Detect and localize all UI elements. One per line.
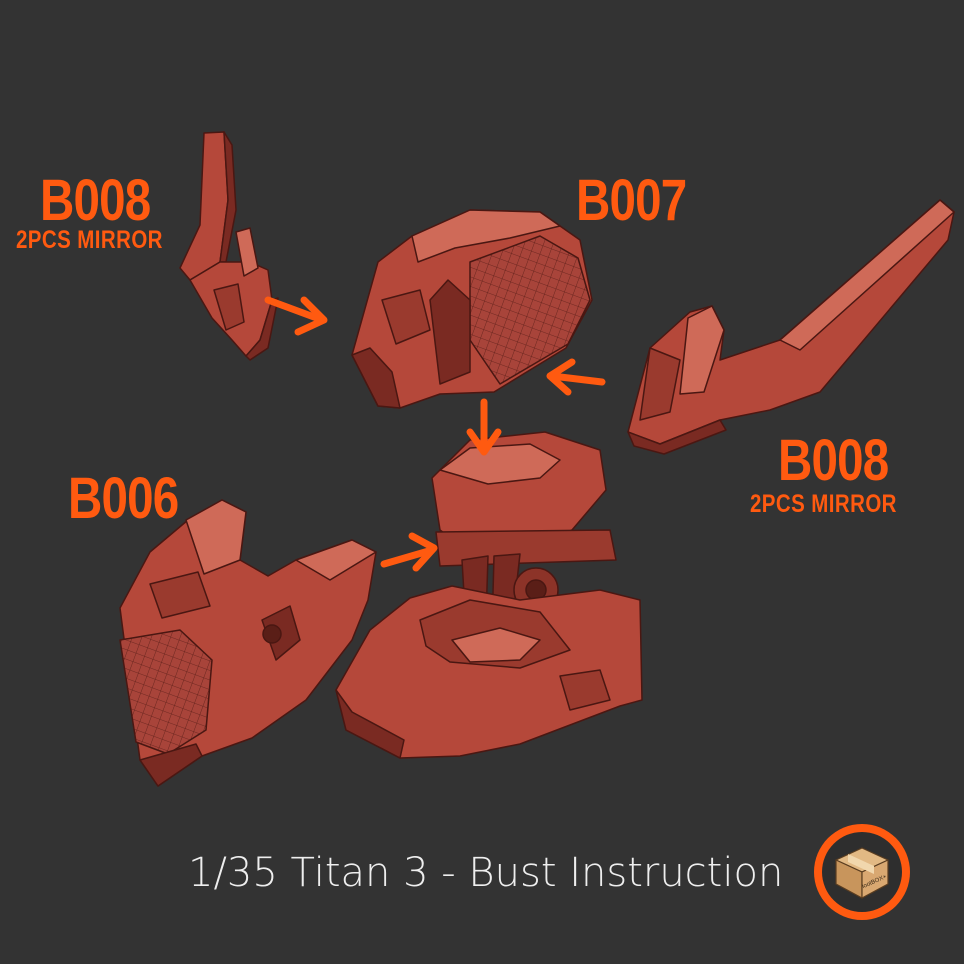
part-b008-left-fin	[179, 131, 279, 361]
label-b008-right: B008	[778, 428, 889, 493]
arrow-b008-left-to-helmet	[264, 296, 328, 336]
part-base-torso	[335, 431, 643, 759]
label-b008-right-note: 2PCS MIRROR	[750, 492, 897, 517]
label-b008-left-note: 2PCS MIRROR	[16, 228, 163, 253]
assembly-arrows	[264, 296, 606, 572]
label-b008-left-sub: 2PCS MIRROR	[16, 226, 163, 254]
arrow-b008-right-to-helmet	[546, 358, 606, 396]
label-b007-code: B007	[576, 168, 687, 233]
part-b006-head	[119, 499, 377, 787]
part-b008-right-fin	[627, 199, 955, 455]
cardboard-box-icon	[835, 847, 889, 899]
label-b008-right-sub: 2PCS MIRROR	[750, 490, 897, 518]
arrow-helmet-to-torso	[466, 398, 502, 456]
lootbox-logo: lootBOX+	[814, 824, 910, 920]
part-b007-helmet	[351, 209, 593, 409]
instruction-title: 1/35 Titan 3 - Bust Instruction	[188, 850, 784, 896]
label-b006: B006	[68, 466, 179, 531]
arrow-head-to-torso	[380, 532, 438, 572]
label-b008-right-code: B008	[778, 428, 889, 493]
label-b006-code: B006	[68, 466, 179, 531]
label-b008-left: B008	[40, 168, 151, 233]
label-b008-left-code: B008	[40, 168, 151, 233]
label-b007: B007	[576, 168, 687, 233]
